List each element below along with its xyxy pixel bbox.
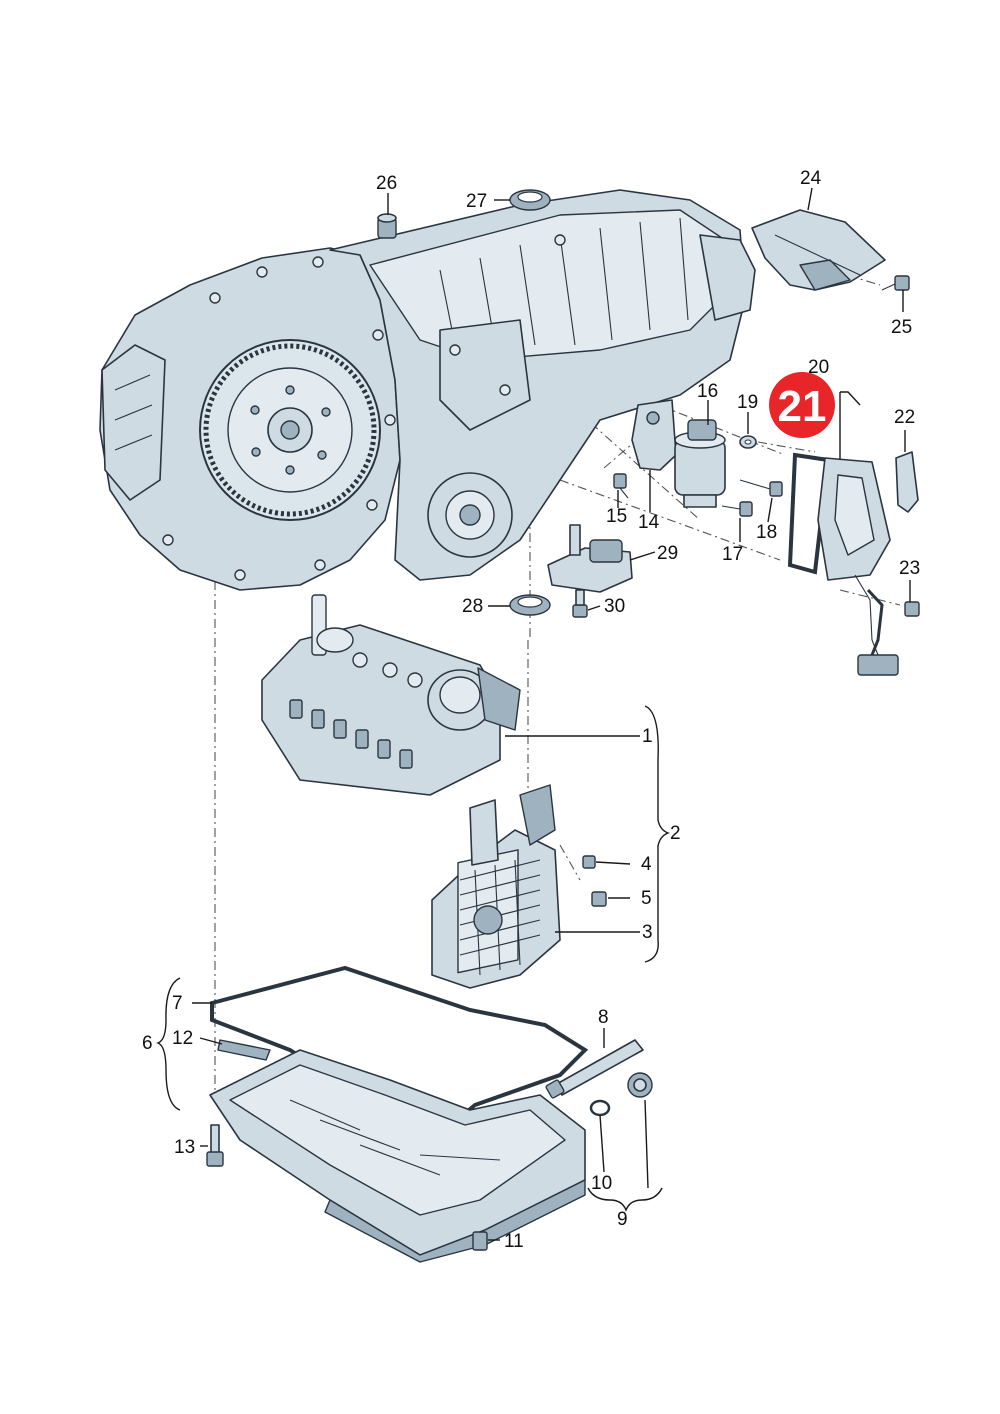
callout-10: 10 <box>591 1173 612 1194</box>
part-7-gasket <box>210 965 589 1133</box>
callout-19: 19 <box>737 392 758 413</box>
part-16-valve <box>674 419 726 508</box>
part-28-ring <box>509 594 551 616</box>
part-14-bracket <box>631 399 677 471</box>
callout-21: 21 <box>778 382 827 431</box>
callout-8: 8 <box>598 1007 609 1028</box>
part-30-bolt <box>572 589 588 618</box>
callout-14: 14 <box>638 512 660 533</box>
callout-3: 3 <box>642 922 653 943</box>
part-21-gasket <box>787 452 831 575</box>
part-1-valve-body <box>261 594 521 796</box>
part-15-bolt <box>613 473 629 499</box>
callout-6: 6 <box>142 1033 153 1054</box>
part-19-washer <box>739 435 757 449</box>
part-18-bolt <box>739 479 783 497</box>
callout-17: 17 <box>722 544 743 565</box>
oil-pan <box>209 1049 586 1263</box>
part-3-control-module <box>431 784 561 989</box>
callout-23: 23 <box>899 558 920 579</box>
part-10-oring <box>589 1099 611 1117</box>
wiring-harness <box>857 588 899 676</box>
part-9-plug <box>627 1072 653 1098</box>
callout-30: 30 <box>604 596 625 617</box>
callout-12: 12 <box>172 1028 193 1049</box>
part-12-strip <box>217 1039 271 1061</box>
callout-29: 29 <box>657 543 678 564</box>
callout-7: 7 <box>172 993 183 1014</box>
part-22-lever <box>895 451 919 513</box>
callout-27: 27 <box>466 191 487 212</box>
part-17-bolt <box>721 501 753 517</box>
part-24-heat-shield <box>751 209 886 291</box>
flywheel <box>199 339 381 521</box>
part-11-drain-plug <box>472 1231 488 1251</box>
part-26-plug <box>377 213 397 239</box>
callout-15: 15 <box>606 506 627 527</box>
highlight-badge: 21 <box>769 372 835 438</box>
transmission-housing <box>99 189 756 591</box>
part-25-bolt <box>881 275 910 291</box>
part-4-bolt <box>582 855 596 869</box>
callout-24: 24 <box>800 168 822 189</box>
callout-11: 11 <box>504 1231 524 1252</box>
part-29-mount <box>547 524 633 593</box>
callout-25: 25 <box>891 317 912 338</box>
part-20-cover <box>817 457 891 661</box>
callout-18: 18 <box>756 522 777 543</box>
callout-13: 13 <box>174 1137 195 1158</box>
part-27-seal <box>509 189 551 211</box>
callout-26: 26 <box>376 173 397 194</box>
part-13-bolt <box>206 1124 224 1167</box>
part-23-bolt <box>904 601 920 617</box>
callout-22: 22 <box>894 407 915 428</box>
part-8-tube <box>545 1039 644 1099</box>
callout-5: 5 <box>641 888 652 909</box>
leader-lines <box>156 187 911 1241</box>
callout-1: 1 <box>642 726 653 747</box>
callout-16: 16 <box>697 381 718 402</box>
callout-20: 20 <box>808 357 829 378</box>
callout-28: 28 <box>462 596 483 617</box>
callout-2: 2 <box>670 823 681 844</box>
callout-4: 4 <box>641 854 652 875</box>
part-5-bolt <box>591 891 607 907</box>
callout-9: 9 <box>617 1209 628 1230</box>
callout-labels: 26 27 24 25 20 16 19 22 15 14 18 17 29 2… <box>142 168 920 1252</box>
